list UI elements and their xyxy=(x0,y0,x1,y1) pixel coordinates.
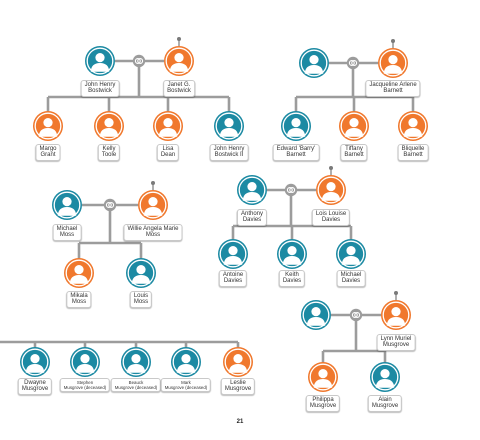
person-name-label: Beauck Musgrove (deceased) xyxy=(110,378,162,392)
person-avatar-icon xyxy=(52,190,82,220)
person-avatar-icon xyxy=(381,291,411,330)
person-avatar-icon xyxy=(223,347,253,377)
page-number: 21 xyxy=(236,419,244,425)
person-name-label: Philippa Musgrove xyxy=(305,395,341,412)
person-name-label: Antoine Davies xyxy=(218,270,248,287)
marriage-rings-icon xyxy=(284,183,298,197)
person-name-label: Kelly Toole xyxy=(97,144,121,161)
connector-lines xyxy=(0,54,415,367)
person-avatar-icon xyxy=(164,37,194,76)
person-name-label: Lois Louise Davies xyxy=(311,209,351,226)
person-name-label: Alain Musgrove xyxy=(367,395,403,412)
person-avatar-icon xyxy=(171,347,201,377)
person-avatar-icon xyxy=(378,39,408,78)
person-avatar-icon xyxy=(214,111,244,141)
person-name-label: Lisa Dean xyxy=(156,144,180,161)
person-name-label: Leslie Musgrove xyxy=(220,378,256,395)
person-avatar-icon xyxy=(301,300,331,330)
person-name-label: Edward 'Barry' Barnett xyxy=(272,144,320,161)
person-name-label: Lynn Muriel Musgrove xyxy=(376,334,416,351)
person-avatar-icon xyxy=(33,111,63,141)
person-avatar-icon xyxy=(64,258,94,288)
person-avatar-icon xyxy=(398,111,428,141)
person-name-label: Louis Moss xyxy=(129,291,153,308)
person-avatar-icon xyxy=(308,362,338,392)
person-nodes xyxy=(20,37,428,392)
person-name-label: Anthony Davies xyxy=(236,209,268,226)
person-name-label: Jacqueline Arlene Barnett xyxy=(365,80,421,97)
person-avatar-icon xyxy=(237,175,267,205)
person-name-label: Tiffany Barnett xyxy=(340,144,368,161)
person-name-label: Keith Davies xyxy=(278,270,306,287)
person-avatar-icon xyxy=(70,347,100,377)
person-avatar-icon xyxy=(218,239,248,269)
marriage-rings-icon xyxy=(349,308,363,322)
person-avatar-icon xyxy=(121,347,151,377)
person-avatar-icon xyxy=(138,181,168,220)
person-name-label: Janet G. Bostwick xyxy=(163,80,195,97)
person-avatar-icon xyxy=(126,258,156,288)
person-name-label: Mikala Moss xyxy=(66,291,92,308)
person-name-label: Stephen Musgrove (deceased) xyxy=(59,378,111,392)
person-avatar-icon xyxy=(277,239,307,269)
person-avatar-icon xyxy=(336,239,366,269)
person-name-label: Willie Angela Marie Moss xyxy=(123,224,183,241)
person-name-label: Michael Davies xyxy=(336,270,366,287)
person-avatar-icon xyxy=(20,347,50,377)
person-name-label: Mark Musgrove (deceased) xyxy=(160,378,212,392)
person-name-label: Margo Grant xyxy=(35,144,61,161)
person-name-label: Bliquelle Barnett xyxy=(397,144,429,161)
person-name-label: Michael Moss xyxy=(52,224,82,241)
person-avatar-icon xyxy=(153,111,183,141)
marriage-rings-icon xyxy=(103,198,117,212)
person-avatar-icon xyxy=(339,111,369,141)
person-avatar-icon xyxy=(299,48,329,78)
person-avatar-icon xyxy=(281,111,311,141)
person-avatar-icon xyxy=(85,46,115,76)
person-avatar-icon xyxy=(94,111,124,141)
person-name-label: Dwayne Musgrove xyxy=(17,378,53,395)
person-name-label: John Henry Bostwick II xyxy=(209,144,249,161)
marriage-rings-icon xyxy=(346,56,360,70)
person-avatar-icon xyxy=(370,362,400,392)
person-name-label: John Henry Bostwick xyxy=(80,80,120,97)
marriage-rings-icon xyxy=(132,54,146,68)
person-avatar-icon xyxy=(316,166,346,205)
